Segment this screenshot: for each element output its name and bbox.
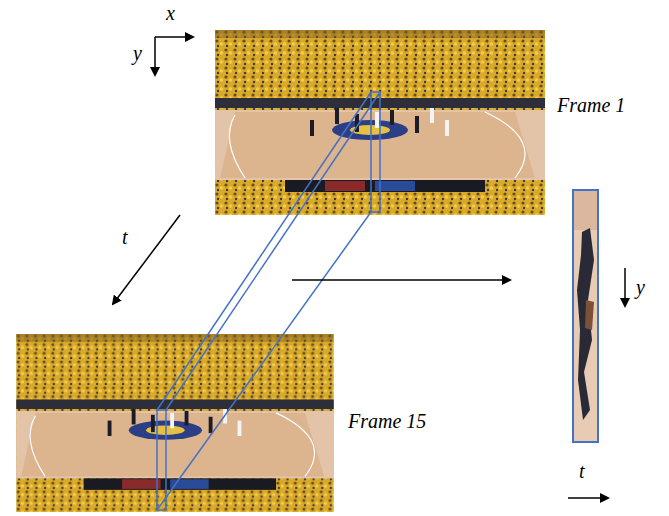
axis-label: y	[133, 42, 142, 64]
axis-label: x	[166, 2, 175, 24]
axis-label: t	[579, 460, 585, 482]
axis-label: y	[636, 276, 645, 298]
axis-label: t	[122, 226, 128, 248]
frame-label: Frame 15	[348, 410, 426, 432]
frame-label: Frame 1	[557, 94, 625, 116]
